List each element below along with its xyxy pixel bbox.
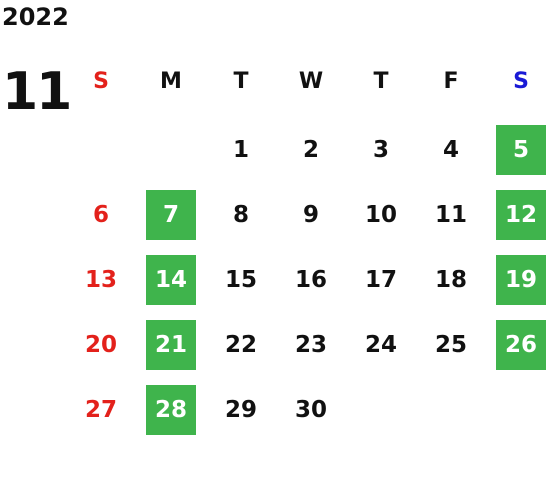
day-cell[interactable]: 25: [434, 332, 467, 358]
day-cell[interactable]: 17: [364, 267, 397, 293]
day-cell[interactable]: 29: [224, 397, 257, 423]
day-cell[interactable]: 10: [364, 202, 397, 228]
day-cell-sunday[interactable]: 6: [92, 202, 109, 228]
day-cell-sunday[interactable]: 20: [84, 332, 117, 358]
day-grid: 1 2 3 4 5 6 7 8 9 10 11 12 13 14 15 16 1…: [69, 125, 547, 445]
day-cell[interactable]: 16: [294, 267, 327, 293]
day-cell-highlighted[interactable]: 28: [146, 385, 196, 435]
day-cell-highlighted[interactable]: 26: [496, 320, 546, 370]
day-cell[interactable]: 24: [364, 332, 397, 358]
day-cell[interactable]: 4: [442, 137, 459, 163]
day-cell[interactable]: 23: [294, 332, 327, 358]
weekday-header-row: S M T W T F S: [69, 60, 547, 102]
year-label: 2022: [2, 3, 69, 31]
month-number: 11: [2, 62, 72, 122]
day-cell[interactable]: 3: [372, 137, 389, 163]
day-cell[interactable]: 22: [224, 332, 257, 358]
day-cell-highlighted[interactable]: 5: [496, 125, 546, 175]
weekday-tuesday: T: [233, 68, 249, 94]
day-cell[interactable]: 9: [302, 202, 319, 228]
day-cell-highlighted[interactable]: 12: [496, 190, 546, 240]
day-cell[interactable]: 30: [294, 397, 327, 423]
day-cell[interactable]: 1: [232, 137, 249, 163]
weekday-friday: F: [443, 68, 459, 94]
day-cell-highlighted[interactable]: 7: [146, 190, 196, 240]
weekday-sunday: S: [93, 68, 109, 94]
day-cell[interactable]: 18: [434, 267, 467, 293]
day-cell-highlighted[interactable]: 19: [496, 255, 546, 305]
day-cell-sunday[interactable]: 27: [84, 397, 117, 423]
day-cell[interactable]: 11: [434, 202, 467, 228]
weekday-saturday: S: [513, 68, 529, 94]
weekday-thursday: T: [373, 68, 389, 94]
day-cell-highlighted[interactable]: 21: [146, 320, 196, 370]
day-cell[interactable]: 2: [302, 137, 319, 163]
weekday-wednesday: W: [298, 68, 324, 94]
day-cell-highlighted[interactable]: 14: [146, 255, 196, 305]
day-cell-sunday[interactable]: 13: [84, 267, 117, 293]
weekday-monday: M: [160, 68, 182, 94]
day-cell[interactable]: 15: [224, 267, 257, 293]
day-cell[interactable]: 8: [232, 202, 249, 228]
